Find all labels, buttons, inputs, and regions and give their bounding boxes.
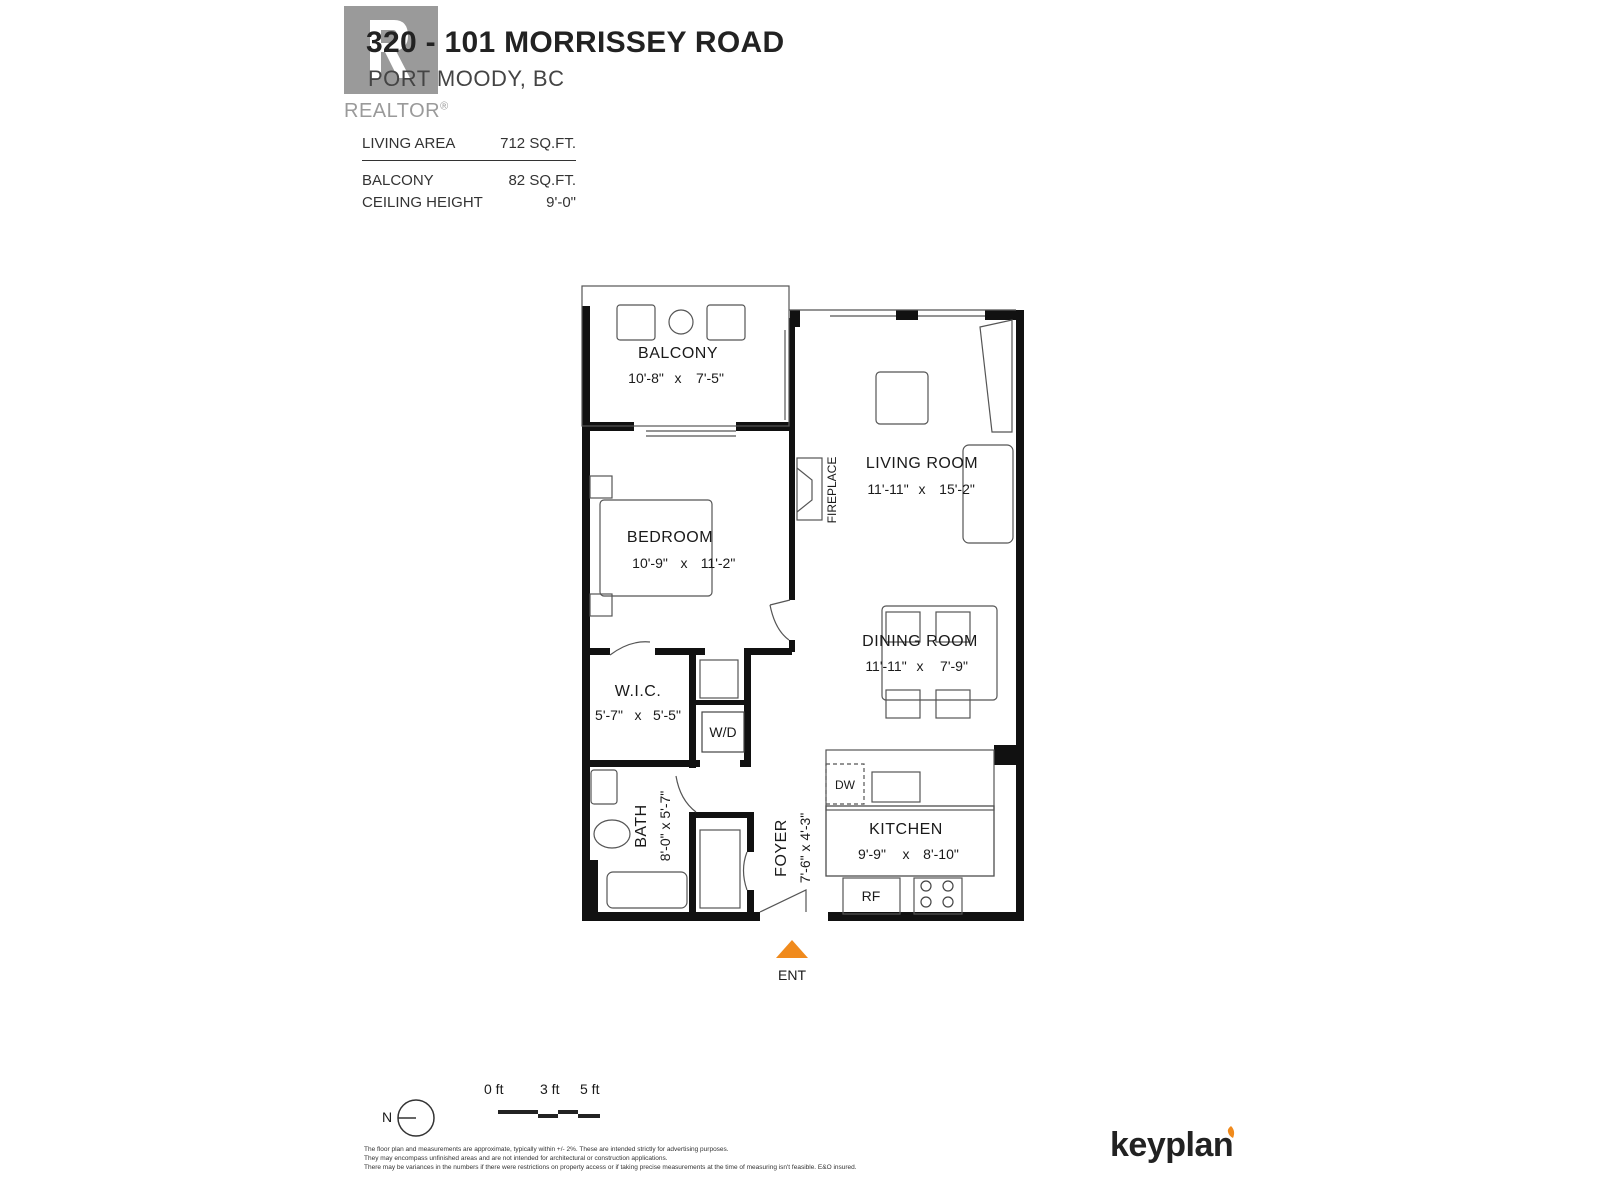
plan-thin-lines — [581, 285, 1016, 915]
room-dim-bedroom-x: x — [681, 555, 688, 571]
washer-dryer-box — [701, 711, 745, 753]
room-label-bath: BATH — [633, 804, 650, 847]
realtor-logo — [344, 6, 438, 94]
room-dim-living-w: 11'-11" — [867, 481, 908, 497]
room-label-rf: RF — [862, 888, 881, 904]
scale-bar — [498, 1110, 600, 1118]
room-label-kitchen: KITCHEN — [869, 821, 943, 838]
listing-address: 320 - 101 MORRISSEY ROAD — [366, 26, 785, 59]
room-dim-living-x: x — [919, 481, 926, 497]
scale-label-5: 5 ft — [580, 1081, 600, 1097]
entrance-arrow-icon — [776, 940, 808, 958]
room-label-wd: W/D — [709, 724, 736, 740]
room-dim-foyer: 7'-6" x 4'-3" — [797, 813, 813, 884]
entrance-label: ENT — [778, 967, 806, 983]
room-dim-wic-x: x — [635, 707, 642, 723]
room-label-fireplace: FIREPLACE — [825, 457, 839, 524]
scale-label-0: 0 ft — [484, 1081, 504, 1097]
room-dim-kitchen-h: 8'-10" — [923, 846, 959, 862]
compass-label: N — [382, 1109, 392, 1125]
room-label-dw: DW — [835, 778, 856, 792]
room-dim-dining-h: 7'-9" — [940, 658, 968, 674]
north-arrow-icon — [397, 1099, 435, 1137]
listing-city: PORT MOODY, BC — [368, 66, 565, 91]
disclaimer: The floor plan and measurements are appr… — [364, 1146, 857, 1171]
plan-walls — [582, 306, 1024, 921]
room-dim-balcony-w: 10'-8" — [628, 370, 664, 386]
room-label-dining-room: DINING ROOM — [862, 633, 978, 650]
room-dim-bath: 8'-0" x 5'-7" — [657, 791, 673, 862]
realtor-wordmark: REALTOR® — [344, 100, 449, 122]
room-label-foyer: FOYER — [773, 819, 790, 877]
room-dim-bedroom-h: 11'-2" — [701, 555, 736, 571]
room-dim-bedroom-w: 10'-9" — [632, 555, 668, 571]
keyplan-flame-icon — [1227, 1126, 1235, 1138]
room-dim-kitchen-w: 9'-9" — [858, 846, 886, 862]
room-label-bedroom: BEDROOM — [627, 529, 713, 546]
room-label-balcony: BALCONY — [638, 345, 718, 362]
scale-label-3: 3 ft — [540, 1081, 560, 1097]
room-dim-wic-w: 5'-7" — [595, 707, 623, 723]
stove-burners — [920, 880, 954, 908]
room-dim-balcony-x: x — [675, 370, 682, 386]
room-label-living-room: LIVING ROOM — [866, 455, 978, 472]
realtor-r-icon — [370, 20, 410, 78]
room-dim-wic-h: 5'-5" — [653, 707, 681, 723]
keyplan-logo: keyplan — [1110, 1126, 1234, 1164]
room-dim-kitchen-x: x — [903, 846, 910, 862]
room-dim-living-h: 15'-2" — [939, 481, 975, 497]
room-dim-balcony-h: 7'-5" — [696, 370, 724, 386]
room-dim-dining-w: 11'-11" — [865, 658, 906, 674]
room-label-wic: W.I.C. — [615, 683, 662, 700]
room-dim-dining-x: x — [917, 658, 924, 674]
